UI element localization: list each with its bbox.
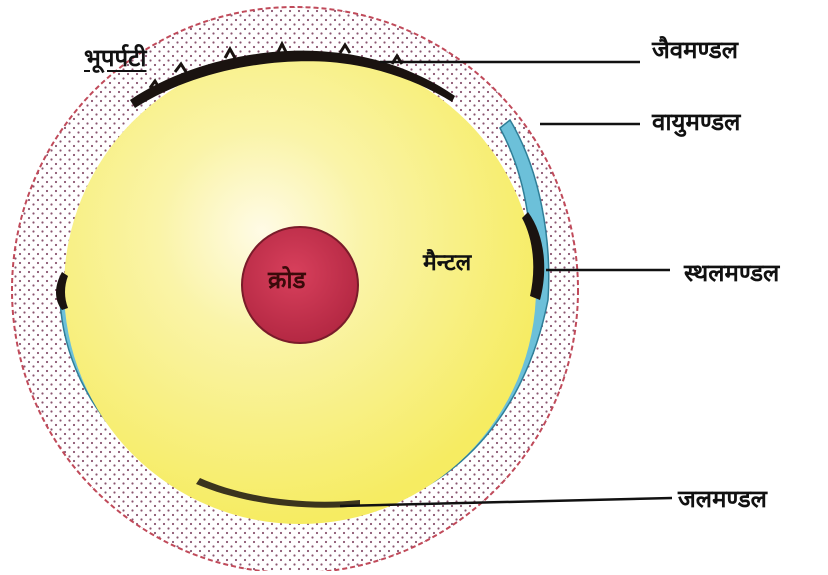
label-biosphere: जैवमण्डल: [652, 38, 738, 62]
label-mantle: मैन्टल: [423, 252, 471, 275]
label-crust: भूपर्पटी: [84, 46, 146, 70]
label-hydrosphere: जलमण्डल: [678, 487, 767, 511]
label-atmosphere: वायुमण्डल: [652, 110, 740, 134]
label-core: क्रोड: [268, 268, 306, 292]
label-lithosphere: स्थलमण्डल: [684, 261, 779, 285]
